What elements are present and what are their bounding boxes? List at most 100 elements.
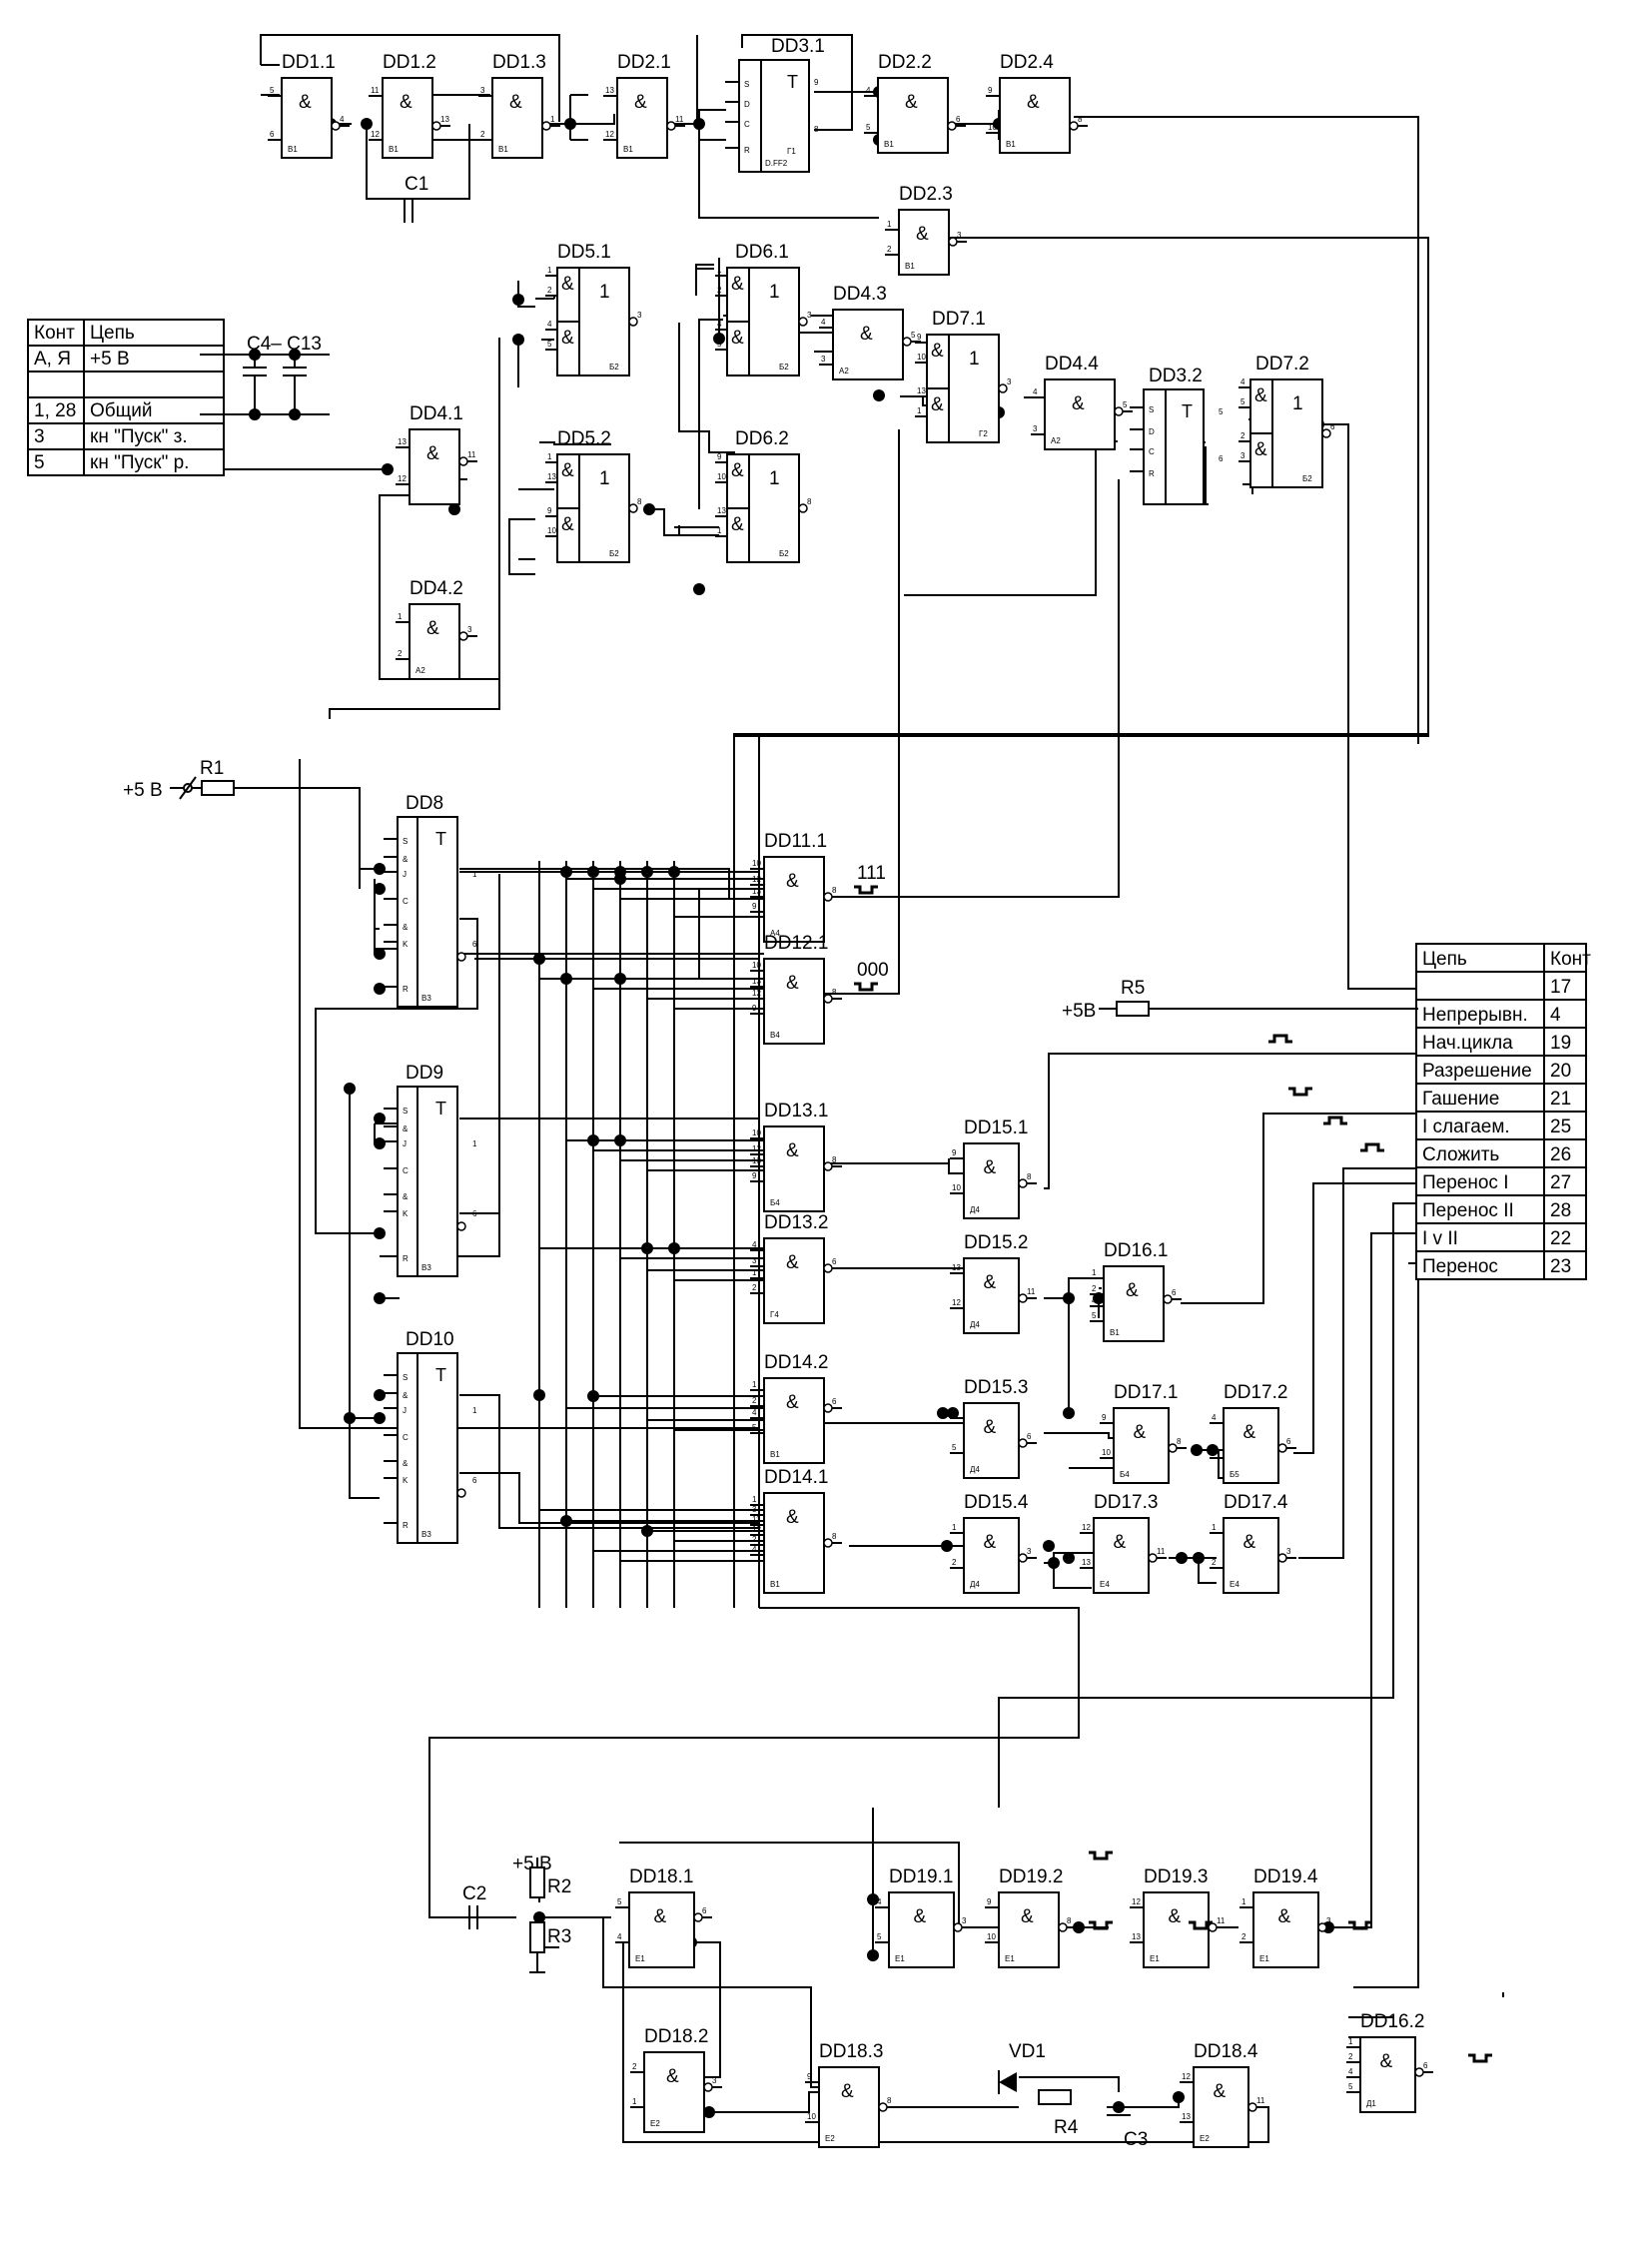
junction-dot-icon — [587, 1134, 599, 1146]
gate-position: В1 — [884, 140, 894, 149]
junction-dot-icon — [713, 333, 725, 345]
gate-body — [1044, 378, 1116, 450]
gate-position: А4 — [770, 929, 780, 938]
pin-number: 2 — [752, 1396, 757, 1405]
pulse-label-111: 111 — [857, 863, 886, 884]
flipflop-label: DD10 — [406, 1329, 454, 1350]
or-symbol: 1 — [599, 468, 610, 489]
pin-number: 6 — [270, 130, 275, 139]
pin-number: 8 — [832, 1155, 837, 1164]
pin-number: 6 — [956, 115, 961, 124]
gate-label: DD14.1 — [764, 1467, 828, 1488]
wire — [1044, 1277, 1099, 1299]
terminal-slash — [179, 776, 197, 800]
or-symbol: 1 — [769, 468, 780, 489]
pin-number: 5 — [1240, 397, 1245, 406]
table-cell: I v II — [1422, 1228, 1458, 1249]
wire — [1318, 423, 1418, 990]
input-name: S — [403, 1107, 408, 1116]
inversion-bubble-icon — [1414, 2067, 1424, 2077]
wire — [733, 237, 1429, 1608]
diode-icon — [999, 2072, 1017, 2092]
inversion-bubble-icon — [1018, 1178, 1028, 1188]
junction-dot-icon — [560, 866, 572, 878]
pin-number: 6 — [832, 1397, 837, 1406]
table-cell: 21 — [1550, 1089, 1571, 1110]
input-name: & — [403, 1124, 409, 1133]
wire — [1205, 446, 1209, 505]
pin-number: 11 — [1027, 1287, 1036, 1296]
wire — [649, 508, 719, 536]
junction-dot-icon — [512, 294, 524, 306]
gate-label: DD17.3 — [1094, 1492, 1158, 1513]
table-cell: Перенос II — [1422, 1200, 1514, 1221]
wire — [200, 354, 330, 415]
table-cell: 23 — [1550, 1256, 1571, 1277]
pin-number: 11 — [1256, 2096, 1265, 2105]
table-cell: 26 — [1550, 1144, 1571, 1165]
pin-number: 2 — [1212, 1558, 1217, 1567]
pin-number: 3 — [1027, 1547, 1032, 1556]
flipflop-label: DD3.1 — [771, 36, 825, 57]
gate-body — [999, 77, 1071, 154]
pin-number: 5 — [952, 1443, 957, 1452]
wire — [539, 441, 611, 445]
gate-label: DD2.3 — [899, 184, 953, 205]
pin-number: 10 — [987, 1932, 996, 1941]
pin-number: 8 — [814, 125, 819, 134]
junction-dot-icon — [560, 1515, 572, 1527]
gate-position: Е2 — [1200, 2134, 1210, 2143]
pin-number: 9 — [807, 2072, 812, 2081]
trigger-symbol: T — [435, 1365, 446, 1385]
pin-number: 8 — [1067, 1916, 1072, 1925]
table-cell: Нач.цикла — [1422, 1033, 1513, 1054]
gate-position: Д4 — [970, 1580, 980, 1589]
junction-dot-icon — [947, 1407, 959, 1419]
pin-number: 12 — [371, 130, 380, 139]
gate-label: DD17.1 — [1114, 1382, 1178, 1403]
junction-dot-icon — [1048, 1557, 1060, 1569]
pin-number: 1 — [1348, 2037, 1353, 2046]
gate-body — [281, 77, 333, 159]
wire — [315, 918, 478, 1234]
and-symbol: & — [984, 1157, 997, 1178]
inversion-bubble-icon — [628, 317, 638, 327]
gate-label: DD19.3 — [1144, 1867, 1208, 1887]
junction-dot-icon — [703, 2106, 715, 2118]
pin-number: 13 — [917, 386, 926, 395]
wire — [517, 339, 554, 387]
table-cell: I слагаем. — [1422, 1117, 1510, 1137]
and-symbol: & — [786, 1507, 799, 1528]
pulse-icon — [1288, 1087, 1312, 1097]
gate-label: DD1.2 — [383, 52, 436, 73]
resistor-icon — [201, 780, 235, 796]
and-symbol: & — [1254, 385, 1267, 406]
pin-number: 9 — [988, 86, 993, 95]
andor-label: DD6.1 — [735, 242, 789, 263]
wire — [998, 1202, 1418, 1808]
pin-number: 2 — [547, 286, 552, 295]
pin-number: 5 — [877, 1932, 882, 1941]
pin-number: 13 — [952, 1263, 961, 1272]
pin-number: 10 — [547, 526, 556, 535]
junction-dot-icon — [374, 1292, 386, 1304]
junction-dot-icon — [533, 953, 545, 965]
pin-number: 3 — [752, 1256, 757, 1265]
junction-dot-icon — [344, 1083, 356, 1095]
inversion-bubble-icon — [456, 1488, 466, 1498]
vd1-label: VD1 — [1009, 2041, 1046, 2062]
junction-dot-icon — [374, 1113, 386, 1124]
and-symbol: & — [786, 973, 799, 994]
gate-label: DD17.2 — [1224, 1382, 1287, 1403]
junction-dot-icon — [374, 983, 386, 995]
gate-position: А2 — [415, 666, 425, 675]
trigger-symbol: T — [787, 72, 798, 92]
pin-number: 3 — [962, 1916, 967, 1925]
gate-body — [877, 77, 949, 154]
junction-dot-icon — [867, 1949, 879, 1961]
